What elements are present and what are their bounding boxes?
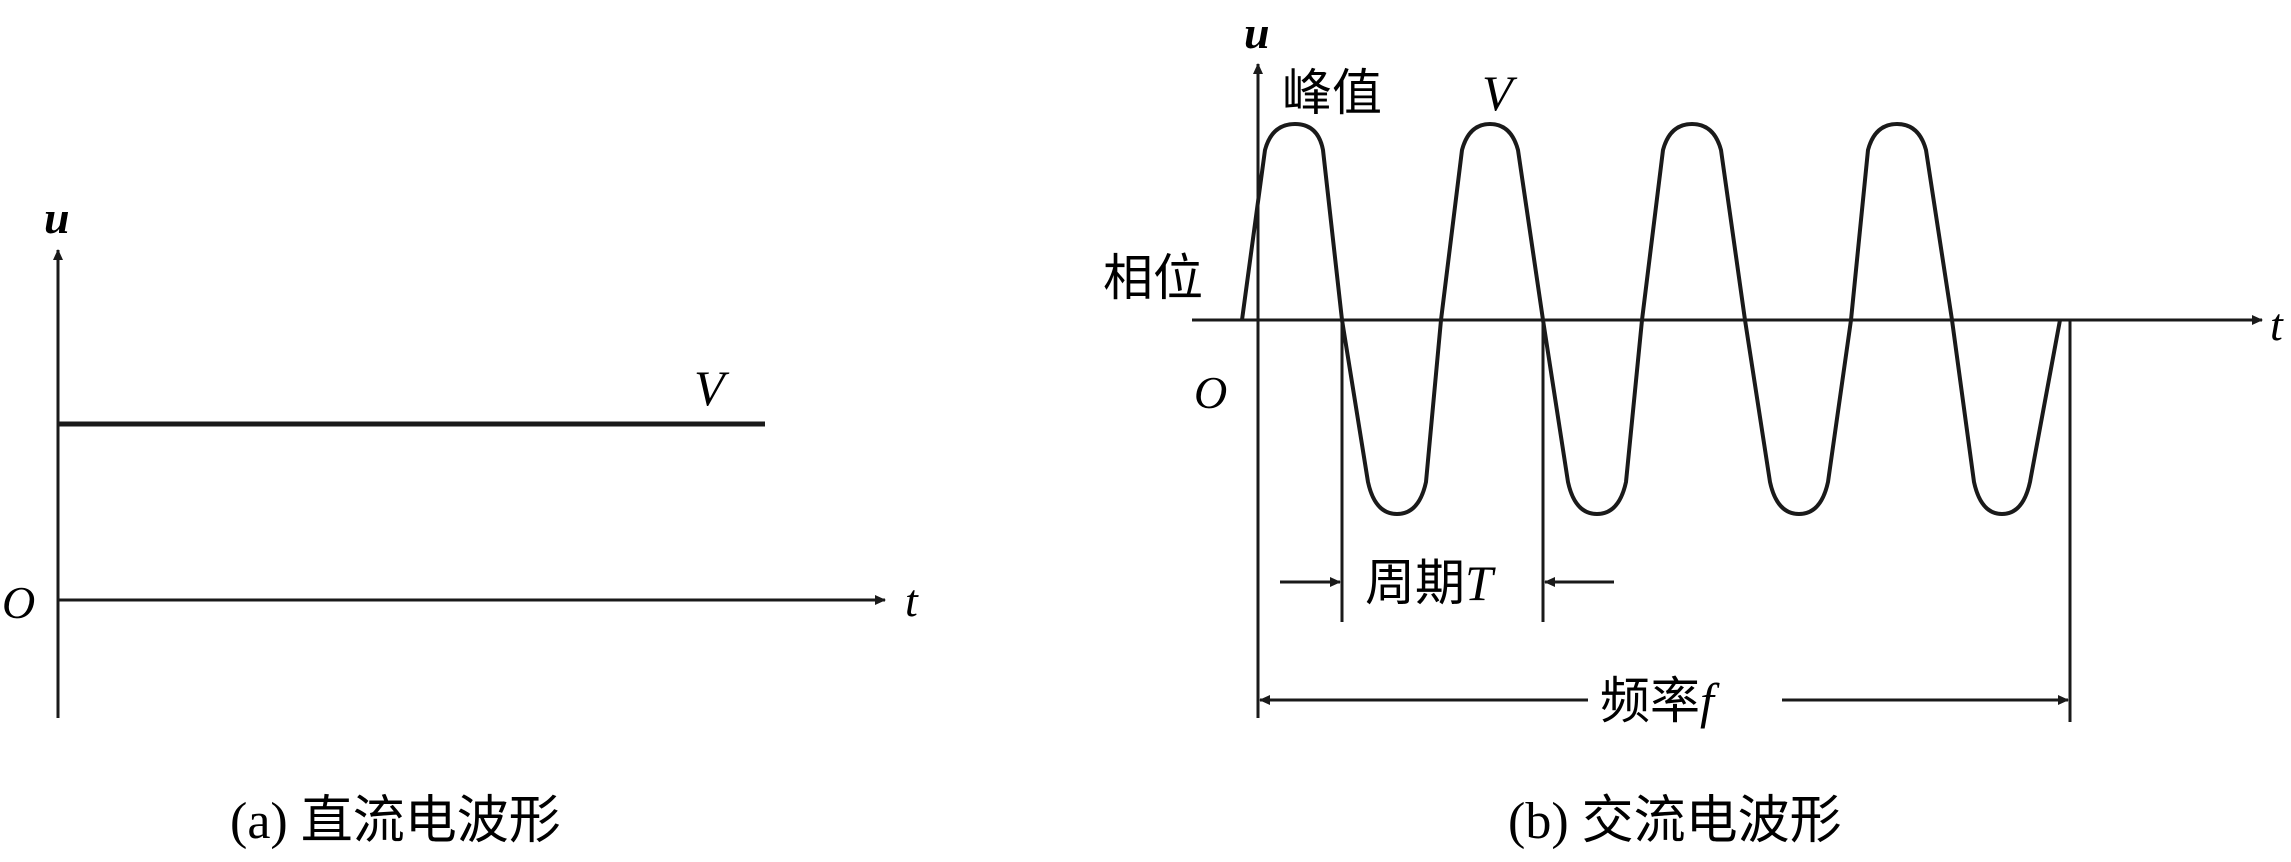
panel-a-u-label: u [44,192,70,243]
panel-a-origin-label: O [2,577,35,628]
panel-b-frequency-symbol: f [1700,673,1720,729]
panel-b-period-symbol: T [1465,555,1496,611]
panel-b-period-label: 周期T [1365,554,1496,612]
panel-a-caption: (a) 直流电波形 [230,793,561,850]
panel-b-frequency-label: 频率f [1600,672,1720,730]
panel-b-origin-label: O [1194,367,1227,418]
panel-b-phase-label: 相位 [1103,249,1203,307]
panel-b-ac-wave [1240,122,2062,516]
panel-a-dc: u t O V (a) 直流电波形 [2,192,919,850]
panel-a-v-label: V [694,360,730,416]
panel-b-peak-label: 峰值 [1282,64,1382,122]
panel-b-ac: u t O 峰值 V 相位 周期T 频率f (b) 交流电波形 [1103,7,2284,850]
panel-b-t-label: t [2270,299,2284,350]
panel-b-period-text: 周期 [1365,554,1465,612]
panel-b-u-label: u [1244,7,1270,58]
panel-b-frequency-text: 频率 [1600,672,1700,730]
panel-a-t-label: t [905,575,919,626]
panel-b-caption: (b) 交流电波形 [1508,793,1842,850]
panel-b-amplitude-label: V [1482,65,1518,121]
